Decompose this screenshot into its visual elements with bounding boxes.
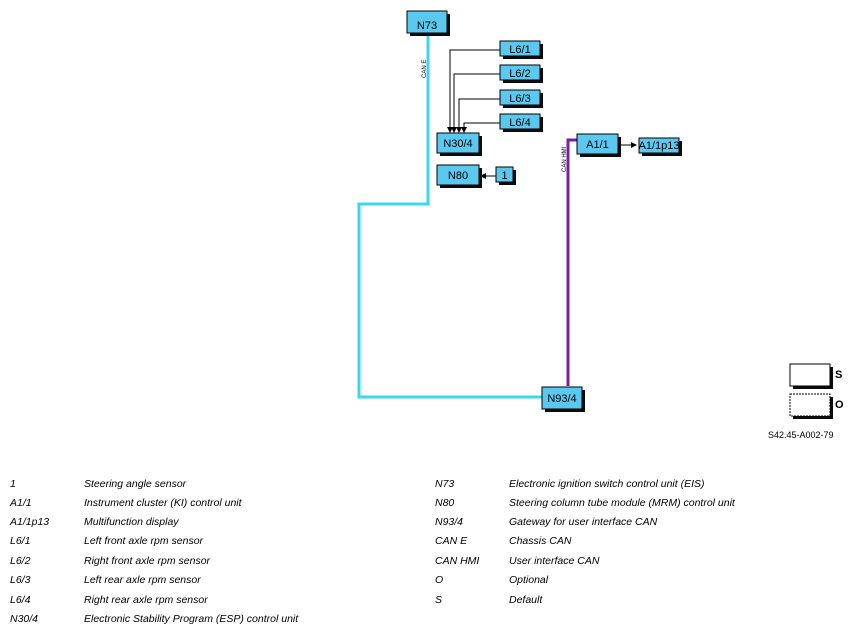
- legend-desc: Steering angle sensor: [84, 478, 187, 490]
- legend-desc: Left front axle rpm sensor: [84, 535, 204, 547]
- l6-3-box[interactable]: L6/3: [499, 89, 543, 108]
- legend-desc: Chassis CAN: [509, 535, 572, 547]
- can-hmi-bus-line: [566, 138, 577, 386]
- steering-sensor-box[interactable]: 1: [495, 166, 516, 185]
- legend-desc: Steering column tube module (MRM) contro…: [509, 497, 735, 509]
- legend-desc: Default: [509, 594, 543, 606]
- a1-1-label: A1/1: [586, 139, 609, 151]
- legend-code: L6/1: [10, 535, 31, 547]
- legend-desc: Right front axle rpm sensor: [84, 555, 211, 567]
- l6-1-box[interactable]: L6/1: [499, 40, 543, 59]
- legend-code: N80: [435, 497, 455, 509]
- key-optional-letter: O: [835, 399, 844, 411]
- l6-2-box[interactable]: L6/2: [499, 64, 543, 83]
- l6-4-label: L6/4: [509, 117, 530, 129]
- legend-code: L6/3: [10, 574, 31, 586]
- a1-1-box[interactable]: A1/1: [576, 133, 621, 157]
- can-e-bus-line: [357, 34, 542, 399]
- legend-desc: Gateway for user interface CAN: [509, 516, 658, 528]
- l6-4-box[interactable]: L6/4: [499, 113, 543, 132]
- legend-desc: Right rear axle rpm sensor: [84, 594, 208, 606]
- n80-box[interactable]: N80: [436, 164, 482, 188]
- legend-code: N93/4: [435, 516, 464, 528]
- legend-code: L6/4: [10, 594, 31, 606]
- key-standard-letter: S: [835, 369, 843, 381]
- legend-code: S: [435, 594, 443, 606]
- steering-sensor-label: 1: [501, 170, 507, 182]
- a1-1p13-box[interactable]: A1/1p13: [638, 137, 682, 156]
- n73-label: N73: [417, 20, 437, 32]
- a1-1p13-label: A1/1p13: [639, 140, 680, 152]
- l6-signal-lines: [447, 49, 637, 179]
- legend-desc: Instrument cluster (KI) control unit: [84, 497, 242, 509]
- legend-desc: User interface CAN: [509, 555, 600, 567]
- legend-code: CAN E: [435, 535, 468, 547]
- l6-3-label: L6/3: [509, 93, 530, 105]
- l6-1-label: L6/1: [509, 44, 530, 56]
- n30-4-label: N30/4: [443, 138, 472, 150]
- n30-4-box[interactable]: N30/4: [436, 132, 482, 156]
- legend-desc: Optional: [509, 574, 549, 586]
- legend-code: CAN HMI: [435, 555, 480, 567]
- legend-desc: Multifunction display: [84, 516, 179, 528]
- n73-box[interactable]: N73: [406, 10, 450, 36]
- key-optional-box: [789, 393, 833, 419]
- document-reference: S42.45-A002-79: [768, 430, 834, 440]
- legend-desc: Left rear axle rpm sensor: [84, 574, 201, 586]
- legend-code: O: [435, 574, 444, 586]
- key-standard-box: [789, 363, 833, 389]
- legend-code: L6/2: [10, 555, 31, 567]
- legend-code: A1/1: [10, 497, 32, 509]
- legend-code: A1/1p13: [10, 516, 50, 528]
- can-e-label: CAN E: [422, 60, 428, 78]
- legend-desc: Electronic ignition switch control unit …: [509, 478, 705, 490]
- n93-4-label: N93/4: [547, 393, 576, 405]
- can-hmi-label: CAN HMI: [562, 146, 568, 172]
- n80-label: N80: [448, 170, 468, 182]
- legend-code: N30/4: [10, 613, 39, 625]
- legend-desc: Electronic Stability Program (ESP) contr…: [84, 613, 299, 625]
- l6-2-label: L6/2: [509, 68, 530, 80]
- legend-code: 1: [10, 478, 16, 490]
- legend-code: N73: [435, 478, 455, 490]
- n93-4-box[interactable]: N93/4: [541, 386, 585, 412]
